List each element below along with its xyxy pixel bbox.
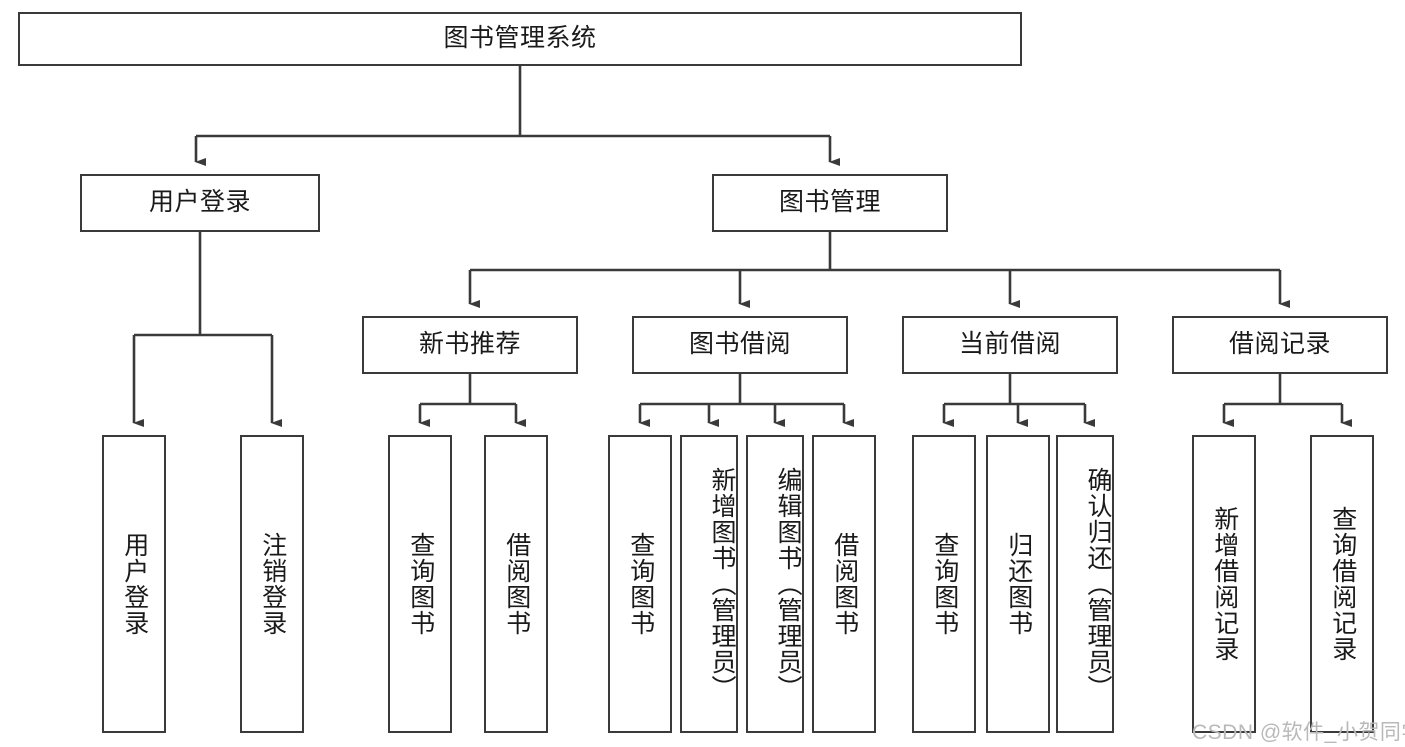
node-user-login-label: 用户登录	[148, 188, 251, 217]
edge-root-to-level2	[194, 66, 840, 166]
node-borrow-record[interactable]: 借阅记录	[1172, 316, 1388, 374]
node-leaf-cur-query-book-label: 查询图书	[930, 532, 959, 636]
node-leaf-borrow-add-book[interactable]: 新增图书（管理员）	[680, 435, 738, 733]
edge-newbookrec-to-leaves	[418, 374, 526, 427]
node-leaf-borrow-query-book-label: 查询图书	[626, 532, 655, 636]
node-leaf-rec-borrow-book[interactable]: 借阅图书	[484, 435, 548, 733]
node-root[interactable]: 图书管理系统	[18, 12, 1022, 66]
node-leaf-user-logout-label: 注销登录	[258, 532, 287, 636]
node-leaf-borrow-borrow-book[interactable]: 借阅图书	[812, 435, 876, 733]
node-leaf-user-login-label: 用户登录	[120, 532, 149, 636]
node-leaf-cur-confirm-return-label: 确认归还（管理员）	[1084, 467, 1112, 701]
node-leaf-rec-query-record-label: 查询借阅记录	[1328, 506, 1357, 662]
node-current-borrow-label: 当前借阅	[958, 330, 1061, 359]
edge-bookborrow-to-leaves	[638, 374, 854, 427]
node-leaf-rec-query-book[interactable]: 查询图书	[388, 435, 452, 733]
node-leaf-cur-query-book[interactable]: 查询图书	[912, 435, 976, 733]
edge-borrowrecord-to-leaves	[1222, 374, 1352, 427]
node-leaf-borrow-add-book-label: 新增图书（管理员）	[708, 467, 736, 701]
node-leaf-borrow-edit-book-label: 编辑图书（管理员）	[774, 467, 802, 701]
node-book-borrow[interactable]: 图书借阅	[632, 316, 848, 374]
node-current-borrow[interactable]: 当前借阅	[902, 316, 1118, 374]
node-book-manage[interactable]: 图书管理	[712, 174, 948, 232]
node-new-book-recommend[interactable]: 新书推荐	[362, 316, 578, 374]
node-leaf-cur-return-book[interactable]: 归还图书	[986, 435, 1050, 733]
node-leaf-borrow-borrow-book-label: 借阅图书	[830, 532, 859, 636]
node-leaf-rec-borrow-book-label: 借阅图书	[502, 532, 531, 636]
csdn-watermark: CSDN @软件_小贺同学	[1192, 721, 1405, 744]
node-borrow-record-label: 借阅记录	[1228, 330, 1331, 359]
node-leaf-borrow-edit-book[interactable]: 编辑图书（管理员）	[746, 435, 804, 733]
node-leaf-rec-query-record[interactable]: 查询借阅记录	[1310, 435, 1374, 733]
node-book-borrow-label: 图书借阅	[688, 330, 791, 359]
node-leaf-cur-return-book-label: 归还图书	[1004, 532, 1033, 636]
node-leaf-user-logout[interactable]: 注销登录	[240, 435, 304, 733]
edge-userlogin-to-leaves	[132, 232, 282, 427]
node-leaf-rec-add-record-label: 新增借阅记录	[1210, 506, 1239, 662]
node-new-book-recommend-label: 新书推荐	[418, 330, 521, 359]
node-user-login[interactable]: 用户登录	[80, 174, 320, 232]
node-leaf-rec-add-record[interactable]: 新增借阅记录	[1192, 435, 1256, 733]
node-leaf-cur-confirm-return[interactable]: 确认归还（管理员）	[1056, 435, 1114, 733]
edge-bookmanage-to-level3	[468, 232, 1290, 308]
node-leaf-user-login[interactable]: 用户登录	[102, 435, 166, 733]
node-leaf-rec-query-book-label: 查询图书	[406, 532, 435, 636]
node-root-label: 图书管理系统	[443, 24, 597, 53]
node-leaf-borrow-query-book[interactable]: 查询图书	[608, 435, 672, 733]
node-book-manage-label: 图书管理	[778, 188, 881, 217]
edge-currentborrow-to-leaves	[942, 374, 1095, 427]
